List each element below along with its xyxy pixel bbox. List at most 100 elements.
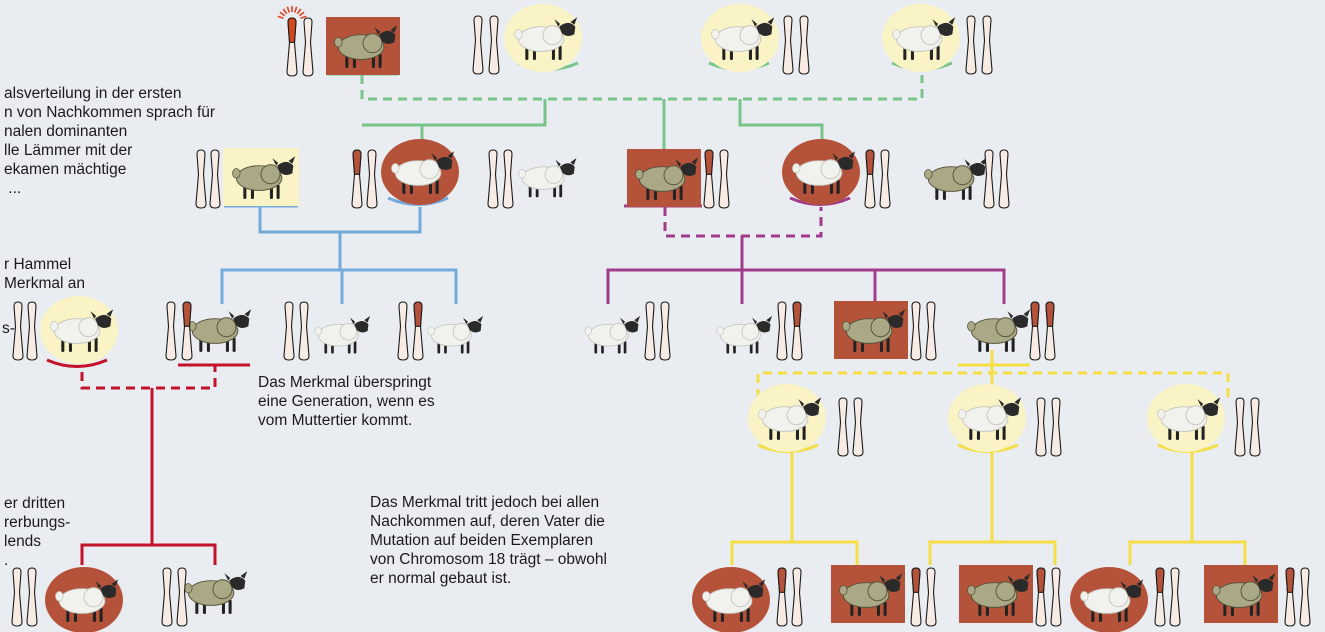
chromosome [165, 301, 177, 361]
chromosome [925, 301, 937, 361]
sheep-icon [958, 397, 1022, 440]
chromosome [12, 301, 24, 361]
g5-yellow-5 [1204, 565, 1311, 627]
g3-purple-1 [584, 301, 671, 361]
chromosome [776, 567, 788, 627]
g5-yellow-1 [692, 567, 803, 632]
chromosome [277, 6, 307, 77]
g2-blue-ewe [351, 139, 459, 209]
chromosome [488, 15, 500, 75]
green-mating-line [360, 75, 924, 101]
chromosome [644, 301, 656, 361]
g1-ewe-2 [701, 4, 810, 75]
sheep-icon [967, 573, 1031, 616]
chromosome [161, 567, 173, 627]
g3-purple-3 [834, 301, 937, 361]
g5-yellow-4 [1070, 567, 1181, 632]
sheep-icon [635, 157, 699, 200]
red-children-bar [80, 543, 217, 565]
chromosome [11, 567, 23, 627]
chromosome [1284, 567, 1296, 627]
chromosome [397, 301, 409, 361]
chromosome [1234, 397, 1246, 457]
chromosome [1050, 397, 1062, 457]
g2-plain-2 [924, 149, 1010, 209]
skip-generation-text: Das Merkmal überspringt eine Generation,… [258, 374, 435, 429]
green-branch-right [738, 99, 824, 152]
chromosome [703, 149, 715, 209]
purple-children-bar [606, 268, 1006, 304]
chromosome [1044, 301, 1056, 361]
chromosome [837, 397, 849, 457]
fragment-text: s- [2, 320, 15, 337]
sheep-icon [518, 158, 577, 198]
mating-arcs [46, 61, 1219, 453]
purple-mating-line [663, 207, 823, 238]
chromosome [176, 567, 188, 627]
chromosome [26, 567, 38, 627]
third-generation-text: er dritten rerbungs- lends . [4, 495, 71, 569]
sheep-icon [711, 17, 775, 60]
sheep-icon [55, 579, 119, 622]
g3-purple-2 [716, 301, 803, 361]
chromosome [1154, 567, 1166, 627]
chromosome [283, 301, 295, 361]
chromosome [965, 15, 977, 75]
chromosome [998, 149, 1010, 209]
g4-yellow-1 [748, 384, 864, 457]
g5-yellow-3 [959, 565, 1062, 627]
g4-yellow-2 [948, 384, 1062, 457]
red-arc-ewe [46, 358, 108, 368]
chromosome [1035, 567, 1047, 627]
sheep-icon [334, 25, 398, 68]
hammel-text: r Hammel Merkmal an [4, 256, 85, 292]
chromosome [791, 567, 803, 627]
chromosome [1035, 397, 1047, 457]
g4-red-2 [161, 567, 248, 627]
yellow-bar-3 [1128, 540, 1247, 565]
chromosome [502, 149, 514, 209]
yellow-bar-2 [928, 540, 1057, 565]
chromosome [1169, 567, 1181, 627]
chromosome [366, 149, 378, 209]
sheep-icon [184, 571, 248, 614]
chromosome [879, 149, 891, 209]
chromosome [925, 567, 937, 627]
chromosome [782, 15, 794, 75]
chromosome [1029, 301, 1041, 361]
red-mating-line [80, 366, 217, 390]
g2-plain-1 [487, 149, 577, 209]
sheep-icon [792, 151, 856, 194]
sheep-icon [702, 579, 766, 622]
sheep-icon [188, 309, 252, 352]
g1-ram-muscled [277, 6, 400, 77]
chromosome [981, 15, 993, 75]
g2-purple-ram [627, 149, 730, 209]
sheep-icon [716, 315, 773, 354]
sheep-icon [514, 17, 578, 60]
chromosome [776, 301, 788, 361]
sheep-icon [924, 157, 988, 200]
chromosome [864, 149, 876, 209]
g4-yellow-3 [1147, 384, 1261, 457]
chromosome [412, 301, 424, 361]
g1-ewe-1 [472, 4, 582, 75]
g3-purple-4 [967, 301, 1056, 361]
chromosome [852, 397, 864, 457]
g2-purple-ewe [782, 139, 891, 209]
chromosome [351, 149, 363, 209]
g3-blue-3 [283, 301, 371, 361]
chromosome [910, 301, 922, 361]
sheep-icon [839, 573, 903, 616]
chromosome [487, 149, 499, 209]
chromosome [1249, 397, 1261, 457]
sheep-icon [1212, 573, 1276, 616]
chromosome [26, 301, 38, 361]
green-branch-left [420, 99, 547, 152]
chromosome [195, 149, 207, 209]
pedigree-lines [80, 75, 1247, 565]
g2-blue-ram [195, 148, 299, 209]
g3-blue-2 [165, 301, 252, 361]
chromosome [791, 301, 803, 361]
